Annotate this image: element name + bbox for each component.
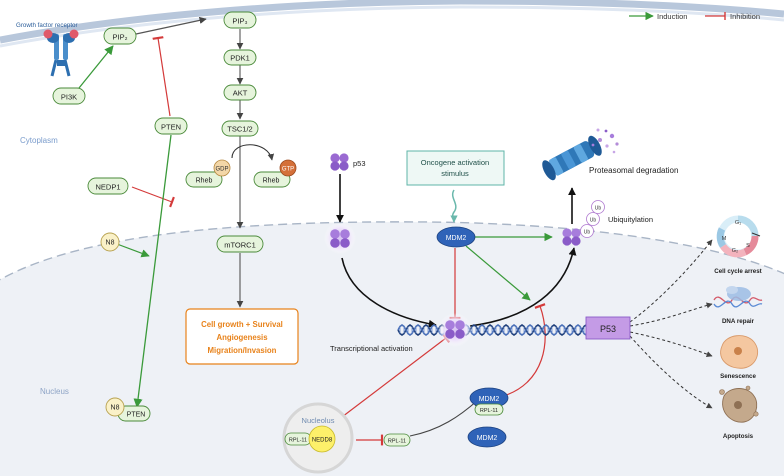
- svg-text:PI3K: PI3K: [61, 93, 77, 102]
- growth-line-1: Cell growth + Survival: [201, 320, 283, 329]
- nucleus-envelope: [0, 221, 784, 476]
- growth-line-3: Migration/Invasion: [208, 346, 277, 355]
- svg-text:Nucleolus: Nucleolus: [302, 416, 335, 425]
- nedp1-node: NEDP1: [87, 177, 129, 195]
- cytoplasm-label: Cytoplasm: [20, 136, 58, 145]
- p53-tetramer-icon: [324, 222, 356, 254]
- senescence-icon: [720, 335, 758, 369]
- rheb-gtp-node: Rheb GTP: [253, 159, 297, 188]
- p53-label: p53: [353, 159, 366, 168]
- svg-text:N8: N8: [111, 405, 120, 412]
- tsc-node: TSC1/2: [221, 120, 259, 137]
- svg-text:PDK1: PDK1: [230, 54, 250, 63]
- senescence-label: Senescence: [720, 373, 756, 380]
- dna-helix-icon: [397, 324, 587, 336]
- apoptosis-icon: [719, 385, 759, 423]
- legend-inhibition-label: Inhibition: [730, 12, 760, 21]
- svg-text:Ub: Ub: [584, 230, 591, 236]
- svg-text:NEDD8: NEDD8: [312, 438, 333, 444]
- svg-text:Ub: Ub: [590, 218, 597, 224]
- mdm2-top-node: MDM2: [436, 226, 476, 248]
- svg-text:PIP₂: PIP₂: [113, 33, 128, 42]
- akt-node: AKT: [223, 84, 257, 101]
- svg-text:Rheb: Rheb: [263, 178, 280, 185]
- svg-text:PTEN: PTEN: [161, 123, 181, 132]
- receptor-label: Growth factor receptor: [16, 22, 78, 29]
- svg-text:G₂: G₂: [732, 248, 738, 254]
- svg-text:N8: N8: [106, 240, 115, 247]
- rpl11-free-node: RPL-11: [383, 433, 411, 447]
- svg-text:Rheb: Rheb: [196, 178, 213, 185]
- n8-pten-nuclear-complex: PTEN N8: [105, 397, 151, 422]
- svg-text:mTORC1: mTORC1: [224, 241, 256, 250]
- mtorc1-node: mTORC1: [216, 235, 264, 253]
- apoptosis-label: Apoptosis: [723, 433, 754, 440]
- proteasome-icon: [542, 128, 619, 181]
- pip2-node: PIP₂: [103, 27, 137, 45]
- cell-growth-box: Cell growth + Survival Angiogenesis Migr…: [185, 308, 299, 365]
- growth-factor-receptor-icon: [43, 29, 79, 77]
- p53-on-dna-icon: [438, 313, 472, 347]
- svg-text:RPL-11: RPL-11: [388, 439, 406, 445]
- p53-icon-small: [330, 153, 349, 171]
- pten-node: PTEN: [154, 117, 188, 135]
- svg-text:GTP: GTP: [282, 167, 294, 173]
- ubiquitylated-p53-icon: Ub Ub Ub: [562, 200, 605, 246]
- pi3k-node: PI3K: [52, 87, 86, 105]
- svg-text:S: S: [746, 243, 750, 249]
- connectors: [78, 16, 713, 446]
- cell-cycle-arrest-label: Cell cycle arrest: [714, 268, 761, 275]
- svg-text:P53: P53: [600, 324, 616, 334]
- proteasomal-degradation-label: Proteasomal degradation: [589, 166, 678, 175]
- svg-text:PIP₃: PIP₃: [232, 17, 247, 26]
- svg-text:TSC1/2: TSC1/2: [227, 125, 252, 134]
- ubiquitylation-label: Ubiquitylation: [608, 215, 653, 224]
- nucleus-label: Nucleus: [40, 387, 69, 396]
- nucleolus: Nucleolus RPL-11 NEDD8: [282, 402, 354, 474]
- svg-text:NEDP1: NEDP1: [95, 183, 120, 192]
- svg-text:G₁: G₁: [735, 220, 741, 226]
- svg-text:Ub: Ub: [595, 206, 602, 212]
- svg-text:RPL-11: RPL-11: [480, 408, 498, 414]
- cell-cycle-icon: G₁ S G₂ M: [716, 215, 761, 258]
- legend-induction-label: Induction: [657, 12, 687, 21]
- svg-text:GDP: GDP: [215, 167, 228, 173]
- pip3-node: PIP₃: [223, 11, 257, 29]
- plasma-membrane: [0, 0, 784, 48]
- n8-node: N8: [100, 232, 120, 252]
- pdk1-node: PDK1: [223, 49, 257, 66]
- svg-text:RPL-11: RPL-11: [289, 438, 307, 444]
- svg-text:AKT: AKT: [233, 89, 248, 98]
- legend: Induction Inhibition: [629, 11, 760, 21]
- svg-text:PTEN: PTEN: [127, 412, 146, 419]
- mdm2-rpl11-complex: MDM2 RPL-11: [469, 387, 509, 416]
- dna-repair-label: DNA repair: [722, 318, 755, 325]
- gdp-icon: [213, 159, 231, 177]
- nedd8-node: [308, 425, 336, 453]
- growth-line-2: Angiogenesis: [216, 333, 268, 342]
- p53-output-box: P53: [585, 316, 631, 340]
- svg-text:M: M: [722, 236, 727, 242]
- dna-repair-icon: [713, 286, 763, 308]
- svg-text:MDM2: MDM2: [477, 435, 498, 442]
- rheb-gdp-node: Rheb GDP: [185, 159, 231, 188]
- svg-text:MDM2: MDM2: [446, 235, 467, 242]
- svg-text:MDM2: MDM2: [479, 396, 500, 403]
- transcriptional-activation-label: Transcriptional activation: [330, 344, 413, 353]
- mdm2-bottom-node: MDM2: [467, 426, 507, 448]
- gtp-icon: [279, 159, 297, 177]
